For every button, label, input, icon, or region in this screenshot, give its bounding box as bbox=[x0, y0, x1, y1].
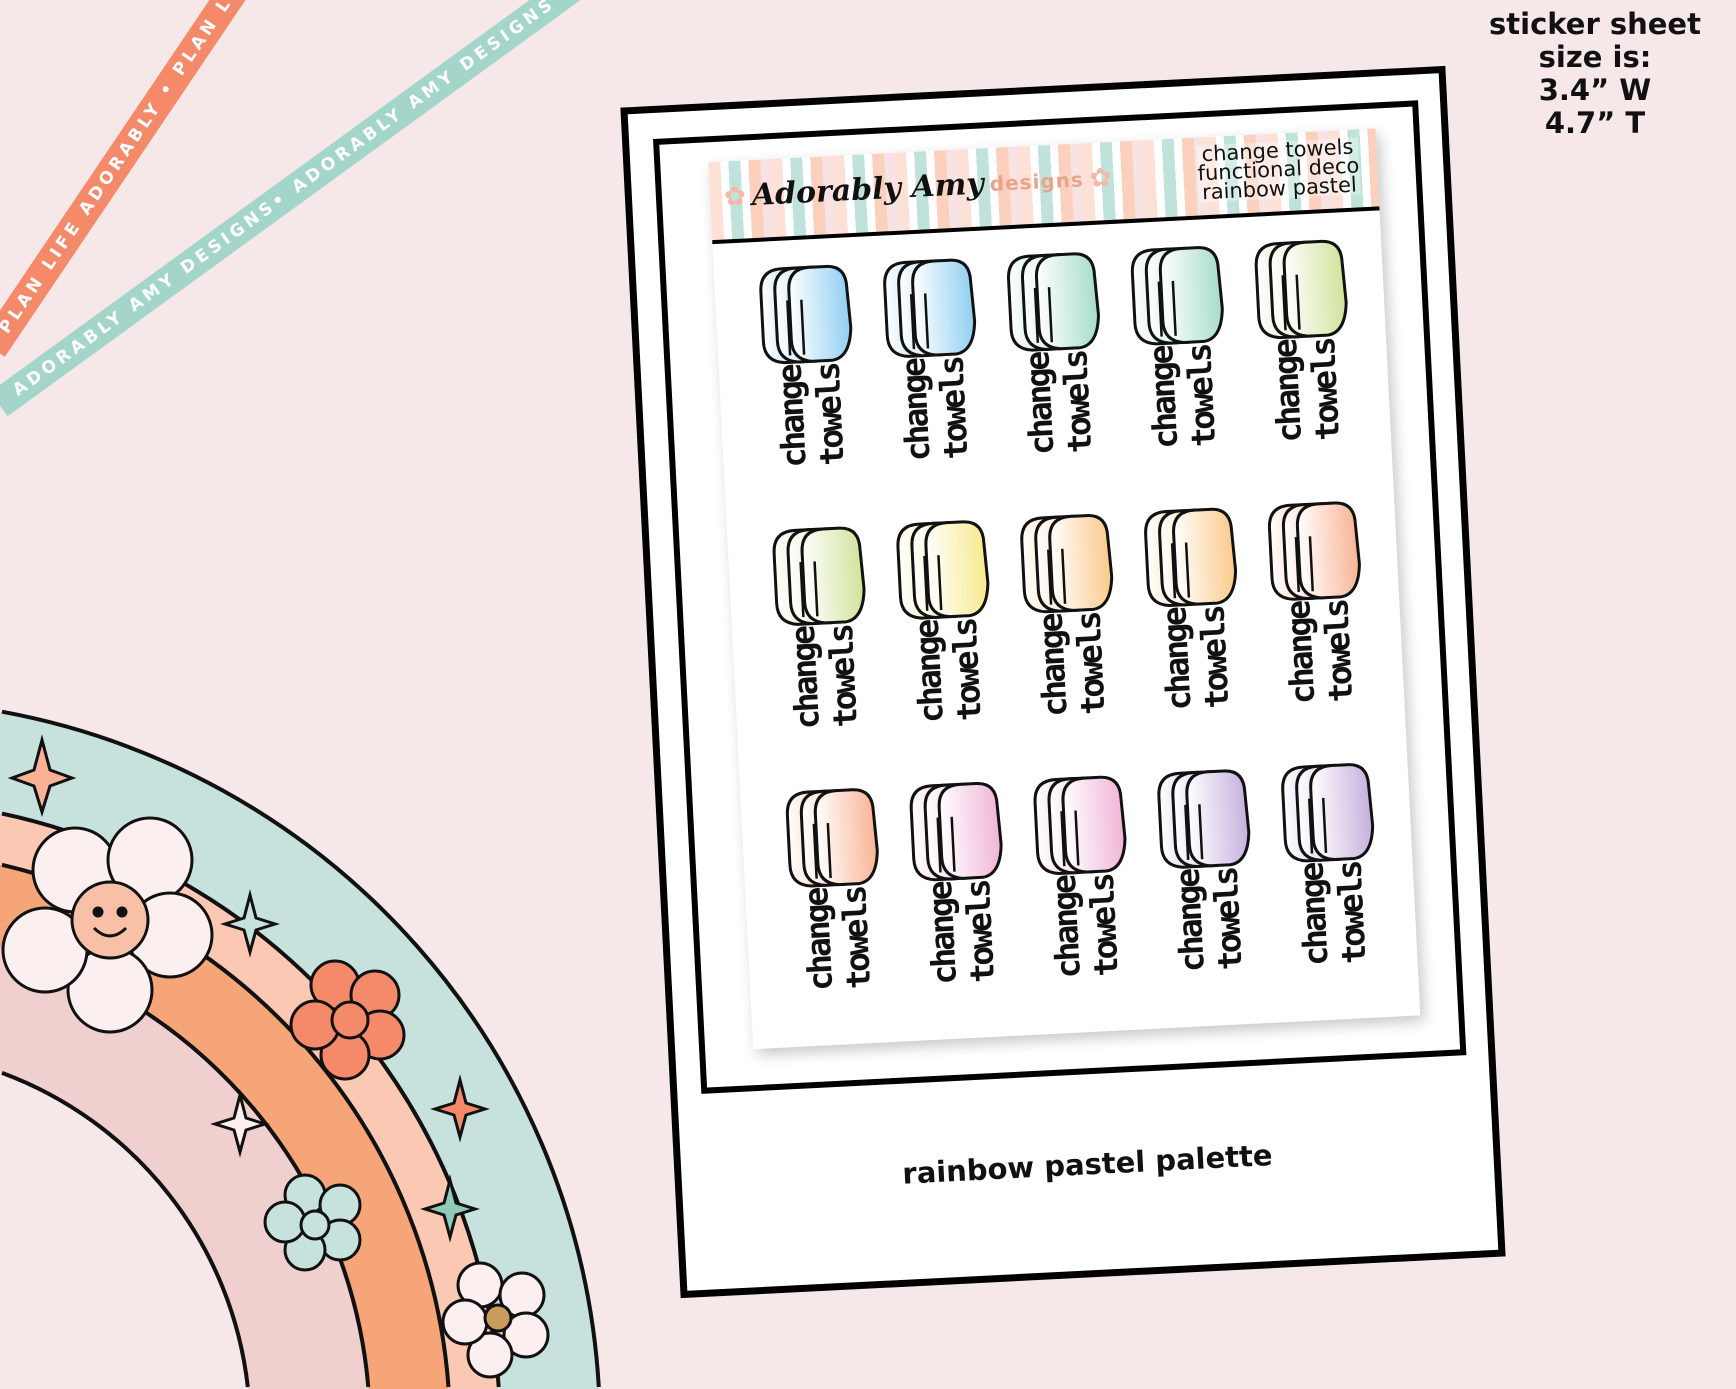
flower-icon: ✿ bbox=[723, 180, 747, 213]
label-line: towels bbox=[807, 363, 852, 467]
label-line: change bbox=[1167, 869, 1212, 974]
size-line-height: 4.7” T bbox=[1544, 106, 1646, 140]
sparkle-icon bbox=[7, 734, 490, 1243]
label-line: towels bbox=[1205, 868, 1250, 972]
towel-icon bbox=[1130, 246, 1224, 346]
towel-icon bbox=[1254, 239, 1348, 340]
logo-script: Adorably Amy bbox=[750, 166, 985, 214]
label-line: towels bbox=[1081, 874, 1126, 978]
towel-icon bbox=[1033, 775, 1127, 875]
label-line: change bbox=[769, 365, 814, 469]
rainbow-inner bbox=[0, 1072, 248, 1389]
label-line: change bbox=[1043, 876, 1088, 980]
label-line: towels bbox=[931, 357, 976, 461]
size-line-width: 3.4” W bbox=[1538, 73, 1652, 107]
label-line: change bbox=[1291, 863, 1336, 967]
label-line: towels bbox=[1316, 600, 1361, 704]
palette-caption: rainbow pastel palette bbox=[901, 1138, 1274, 1191]
towel-icon bbox=[1281, 763, 1375, 863]
towel-icon bbox=[883, 258, 977, 358]
smiley-flower-icon bbox=[1, 816, 214, 1034]
flower-icon bbox=[289, 959, 406, 1081]
label-line: change bbox=[906, 620, 951, 724]
label-line: change bbox=[920, 882, 965, 986]
label-line: change bbox=[782, 627, 828, 731]
label-line: change bbox=[1141, 346, 1186, 450]
sheet-title: change towels functional deco rainbow pa… bbox=[1196, 135, 1361, 205]
product-card: ✿ Adorably Amy designs ✿ change towels f… bbox=[620, 65, 1506, 1299]
sheet-size-info: sticker sheet size is: 3.4” W 4.7” T bbox=[1480, 8, 1710, 140]
label-line: towels bbox=[1329, 861, 1374, 965]
label-line: change bbox=[1278, 602, 1323, 706]
towel-icon bbox=[896, 520, 990, 620]
sticker-sheet: ✿ Adorably Amy designs ✿ change towels f… bbox=[708, 128, 1421, 1050]
size-line: size is: bbox=[1538, 40, 1652, 74]
label-line: change bbox=[1265, 340, 1310, 444]
label-line: towels bbox=[1068, 612, 1113, 716]
towel-icon bbox=[1144, 507, 1238, 608]
label-line: change bbox=[796, 888, 841, 992]
towel-icon bbox=[772, 526, 866, 626]
brand-logo: ✿ Adorably Amy designs ✿ bbox=[723, 160, 1112, 215]
label-line: towels bbox=[834, 886, 879, 990]
flower-icon bbox=[263, 1173, 362, 1272]
label-line: change bbox=[1154, 608, 1199, 712]
label-line: towels bbox=[1179, 344, 1224, 448]
label-line: towels bbox=[1055, 350, 1100, 455]
label-line: towels bbox=[1192, 606, 1237, 710]
towel-icon bbox=[759, 264, 853, 365]
towel-icon bbox=[1020, 514, 1114, 614]
towel-icon bbox=[1267, 501, 1361, 601]
sheet-frame: ✿ Adorably Amy designs ✿ change towels f… bbox=[653, 100, 1467, 1094]
label-line: towels bbox=[944, 618, 989, 722]
label-line: change bbox=[1030, 614, 1075, 718]
label-line: change bbox=[893, 359, 938, 463]
towel-icon bbox=[785, 788, 879, 888]
label-line: towels bbox=[820, 625, 865, 729]
size-line: sticker sheet bbox=[1489, 7, 1701, 41]
label-line: towels bbox=[958, 880, 1003, 984]
towel-icon bbox=[1157, 769, 1251, 869]
towel-icon bbox=[1007, 252, 1100, 352]
towel-icon bbox=[909, 782, 1003, 882]
sheet-header: ✿ Adorably Amy designs ✿ change towels f… bbox=[708, 128, 1380, 245]
label-line: towels bbox=[1303, 338, 1348, 442]
flower-icon bbox=[441, 1261, 550, 1379]
flower-icon: ✿ bbox=[1088, 162, 1113, 194]
title-line: rainbow pastel bbox=[1201, 172, 1358, 205]
logo-designs: designs bbox=[989, 166, 1085, 196]
label-line: change bbox=[1017, 352, 1062, 456]
